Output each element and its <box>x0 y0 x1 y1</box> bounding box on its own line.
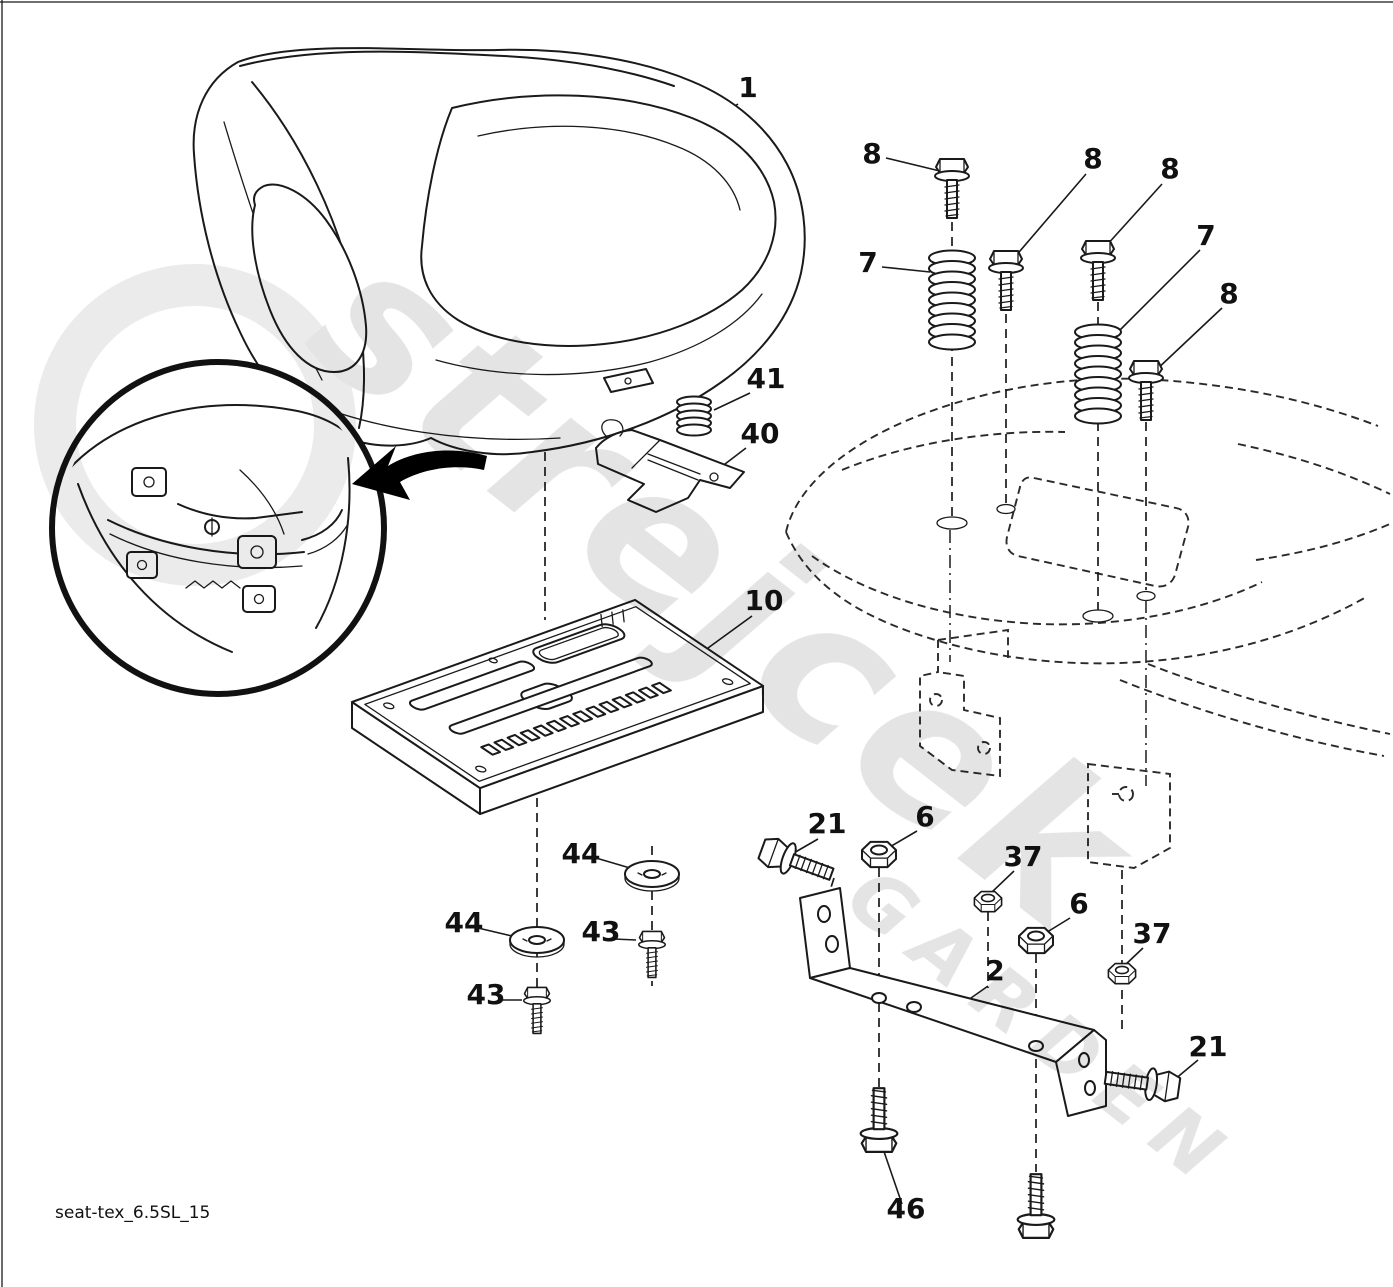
switch-bracket-dashed <box>919 628 1009 778</box>
part-label-2: 2 <box>985 954 1004 987</box>
flange-bolt-46-left <box>859 1087 899 1153</box>
part-label-21-b: 21 <box>1189 1030 1228 1063</box>
part-label-44-b: 44 <box>445 906 484 939</box>
part-label-6-a: 6 <box>915 800 934 833</box>
seat-pan-drawing <box>352 600 763 815</box>
flange-bolt-46-right <box>1016 1173 1056 1239</box>
part-label-8-b: 8 <box>1083 142 1102 175</box>
flange-bolt-8-a <box>934 158 970 219</box>
part-label-40: 40 <box>741 417 780 450</box>
part-label-46: 46 <box>887 1192 926 1225</box>
part-label-44-a: 44 <box>562 837 601 870</box>
drawing-code: seat-tex_6.5SL_15 <box>55 1203 210 1223</box>
part-label-7-a: 7 <box>858 246 877 279</box>
bolt-43-right <box>637 930 667 979</box>
clip-bracket-40 <box>595 419 745 513</box>
part-label-1: 1 <box>738 71 757 104</box>
washer-44-left <box>509 926 565 958</box>
watermark-ring <box>34 264 356 586</box>
part-label-43-b: 43 <box>467 978 506 1011</box>
flange-bolt-8-c <box>1080 240 1116 301</box>
part-label-41: 41 <box>747 362 786 395</box>
part-label-6-b: 6 <box>1069 887 1088 920</box>
part-label-37-a: 37 <box>1004 840 1043 873</box>
part-label-8-a: 8 <box>862 137 881 170</box>
flange-bolt-8-b <box>988 250 1024 311</box>
bolt-43-left <box>522 986 552 1035</box>
washer-44-right <box>624 860 680 892</box>
seat-spring-7-right <box>1074 323 1122 425</box>
part-label-43-a: 43 <box>582 915 621 948</box>
nut-37-right <box>1107 962 1137 985</box>
part-label-8-d: 8 <box>1219 277 1238 310</box>
part-labels: 1 8 8 8 7 7 8 41 40 10 21 6 37 6 37 2 21… <box>445 71 1239 1225</box>
side-bracket-dashed <box>1087 762 1171 869</box>
chassis-dashed-outline <box>785 377 1391 757</box>
flange-bolt-8-d <box>1128 360 1164 421</box>
part-label-37-b: 37 <box>1133 917 1172 950</box>
part-label-7-b: 7 <box>1196 219 1215 252</box>
seat-bracket-2 <box>799 887 1107 1117</box>
shoulder-bolt-21-left <box>755 832 838 891</box>
zoom-arrow <box>352 446 487 500</box>
part-label-10: 10 <box>745 584 784 617</box>
part-label-21-a: 21 <box>808 807 847 840</box>
seat-spring-7-left <box>928 249 976 351</box>
part-label-8-c: 8 <box>1160 152 1179 185</box>
